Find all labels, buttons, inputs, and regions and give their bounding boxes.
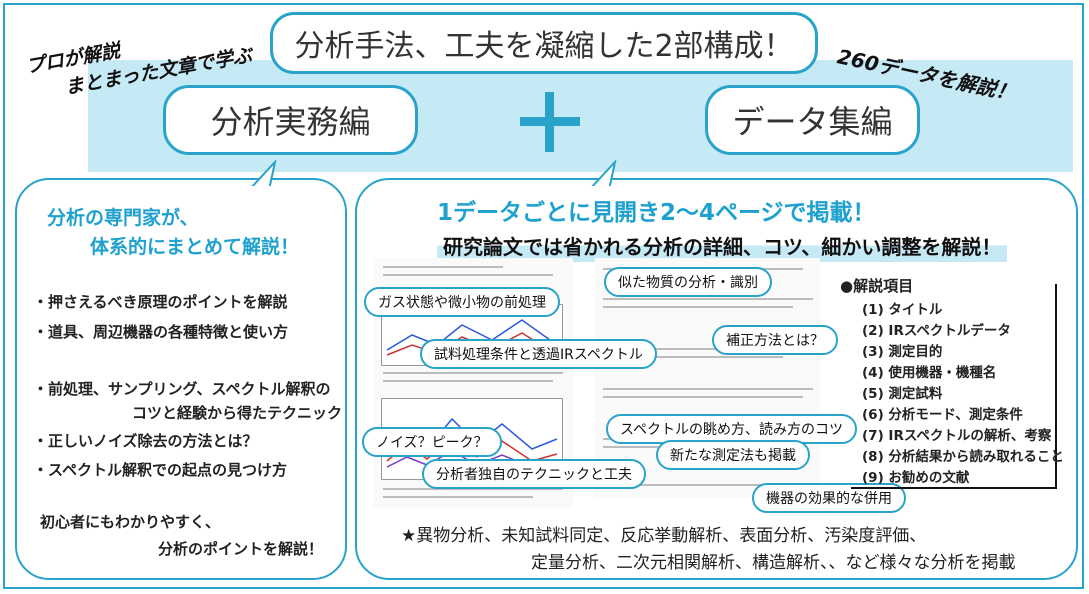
- analysis-list-line1: ★異物分析、未知試料同定、反応挙動解析、表面分析、汚染度評価、: [401, 526, 927, 546]
- right-bubble-tail: [587, 160, 617, 190]
- callout: スペクトルの眺め方、読み方のコツ: [606, 414, 858, 444]
- left-bubble-tail: [247, 160, 277, 190]
- callout: 似た物質の分析・識別: [604, 267, 772, 297]
- left-heading-line1: 分析の専門家が、: [47, 207, 199, 229]
- item: (7) IRスペクトルの解析、考察: [862, 428, 1052, 444]
- items-bracket: [851, 284, 1057, 489]
- item: (3) 測定目的: [862, 344, 943, 360]
- left-bullet: ・前処理、サンプリング、スペクトル解釈の: [33, 380, 331, 398]
- right-heading1: 1データごとに見開き2～4ページで掲載！: [437, 200, 876, 226]
- callout: 新たな測定法も掲載: [656, 440, 810, 470]
- left-bullet: ・スペクトル解釈での起点の見つけ方: [33, 461, 287, 479]
- callout: ガス状態や微小物の前処理: [364, 287, 560, 317]
- left-bubble: [15, 178, 347, 580]
- left-bullet: ・正しいノイズ除去の方法とは？: [33, 432, 258, 450]
- item: (4) 使用機器・機種名: [862, 365, 997, 381]
- callout: ノイズ？ピーク？: [362, 427, 502, 457]
- left-bullet-cont: コツと経験から得たテクニック: [132, 404, 343, 422]
- left-bullet: ・道具、周辺機器の各種特徴と使い方: [33, 323, 289, 341]
- page-frame: [3, 3, 1084, 589]
- left-footer-line2: 分析のポイントを解説！: [158, 540, 324, 558]
- item: (8) 分析結果から読み取れること: [862, 449, 1064, 465]
- items-title: ●解説項目: [840, 277, 914, 295]
- analysis-list-line2: 定量分析、二次元相関解析、構造解析、、など様々な分析を掲載: [531, 553, 1016, 573]
- left-bullet: ・押さえるべき原理のポイントを解説: [33, 293, 288, 311]
- item: (9) お勧めの文献: [862, 470, 970, 486]
- item: (6) 分析モード、測定条件: [862, 407, 1023, 423]
- left-footer-line1: 初心者にもわかりやすく、: [40, 513, 221, 531]
- item: (2) IRスペクトルデータ: [862, 323, 1011, 339]
- left-heading-line2: 体系的にまとめて解説！: [90, 236, 300, 258]
- main-title: 分析手法、工夫を凝縮した2部構成！: [270, 12, 818, 74]
- item: (5) 測定試料: [862, 386, 943, 402]
- callout: 試料処理条件と透過IRスペクトル: [420, 339, 657, 369]
- callout: 補正方法とは？: [712, 325, 838, 355]
- part2-label: データ集編: [705, 85, 920, 155]
- item: (1) タイトル: [862, 302, 943, 318]
- right-heading2: 研究論文では省かれる分析の詳細、コツ、細かい調整を解説！: [437, 229, 1008, 262]
- callout: 分析者独自のテクニックと工夫: [422, 459, 646, 489]
- part1-label: 分析実務編: [163, 85, 418, 155]
- plus-icon: [520, 92, 580, 152]
